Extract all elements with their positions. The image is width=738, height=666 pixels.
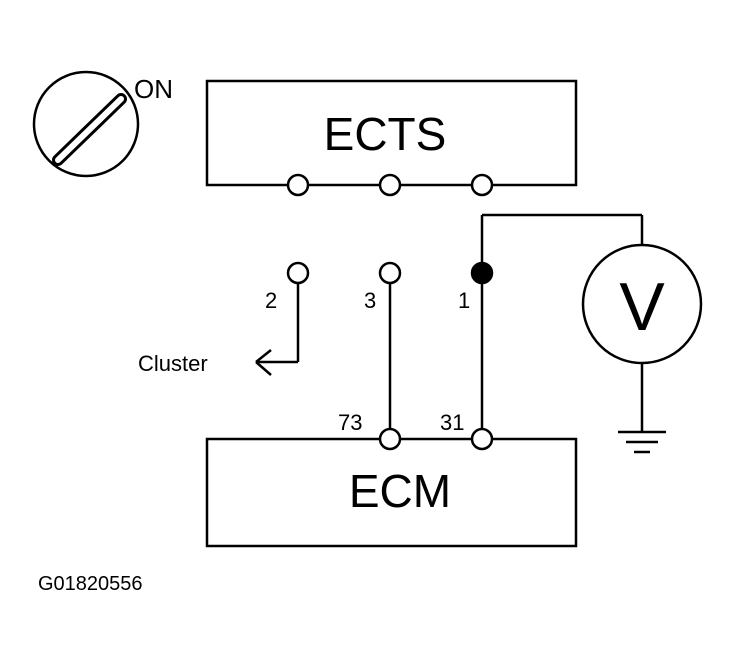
ignition-on-label: ON [134, 74, 173, 104]
ignition-switch [32, 70, 140, 178]
connector-pin-2-label: 2 [265, 288, 277, 313]
cluster-wire [255, 283, 300, 376]
figure-code: G01820556 [38, 573, 143, 595]
ects-label: ECTS [324, 108, 447, 160]
ecm-box [205, 437, 578, 548]
ecm-pin-31 [470, 427, 494, 451]
ground-symbol [618, 363, 666, 454]
voltmeter-label: V [619, 269, 665, 345]
ecm-label: ECM [349, 465, 451, 517]
connector-pin-3 [378, 261, 402, 285]
ecm-pin-31-label: 31 [440, 410, 464, 435]
ects-pin-left [286, 173, 310, 197]
ecm-pin-73 [378, 427, 402, 451]
cluster-label: Cluster [138, 351, 208, 376]
ecm-pin-73-label: 73 [338, 410, 362, 435]
connector-pin-1-label: 1 [458, 288, 470, 313]
ects-pin-right [470, 173, 494, 197]
connector-pin-3-label: 3 [364, 288, 376, 313]
connector-pin-2 [286, 261, 310, 285]
ects-pin-middle [378, 173, 402, 197]
